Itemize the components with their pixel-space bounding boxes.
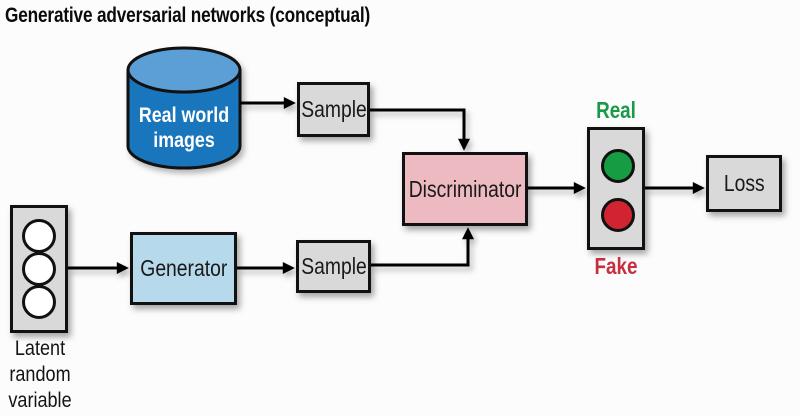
sample-top-label: Sample <box>300 96 367 122</box>
latent-unit-circle <box>22 252 56 286</box>
real-indicator-circle <box>601 149 635 183</box>
real-label: Real <box>596 97 636 123</box>
real-world-images-label-line2: images <box>153 129 215 152</box>
latent-random-variable-label: Latent random variable <box>0 336 83 414</box>
sample-top-node: Sample <box>297 82 370 137</box>
loss-label: Loss <box>723 170 765 196</box>
loss-node: Loss <box>706 155 782 212</box>
fake-indicator-circle <box>601 198 635 232</box>
latent-label-line2: random <box>9 363 71 386</box>
latent-label-line3: variable <box>8 389 72 412</box>
discriminator-node: Discriminator <box>402 152 528 226</box>
discriminator-label: Discriminator <box>408 175 522 202</box>
generator-node: Generator <box>130 232 237 305</box>
real-world-images-label-line1: Real world <box>138 104 230 127</box>
fake-label: Fake <box>594 253 638 279</box>
real-world-images-label: Real world images <box>128 103 240 153</box>
latent-unit-circle <box>22 219 56 253</box>
sample-bottom-label: Sample <box>300 253 367 279</box>
generator-label: Generator <box>140 255 227 281</box>
latent-random-variable-node <box>10 205 68 333</box>
cylinder-top-shape <box>126 46 242 94</box>
latent-label-line1: Latent <box>14 337 66 360</box>
arrow-sample-top-to-discriminator <box>370 108 470 151</box>
diagram-title: Generative adversarial networks (concept… <box>5 4 371 27</box>
latent-unit-circle <box>22 285 56 319</box>
arrow-sample-bottom-to-discriminator <box>371 227 474 267</box>
real-fake-indicator-node <box>587 127 645 250</box>
sample-bottom-node: Sample <box>296 240 371 293</box>
